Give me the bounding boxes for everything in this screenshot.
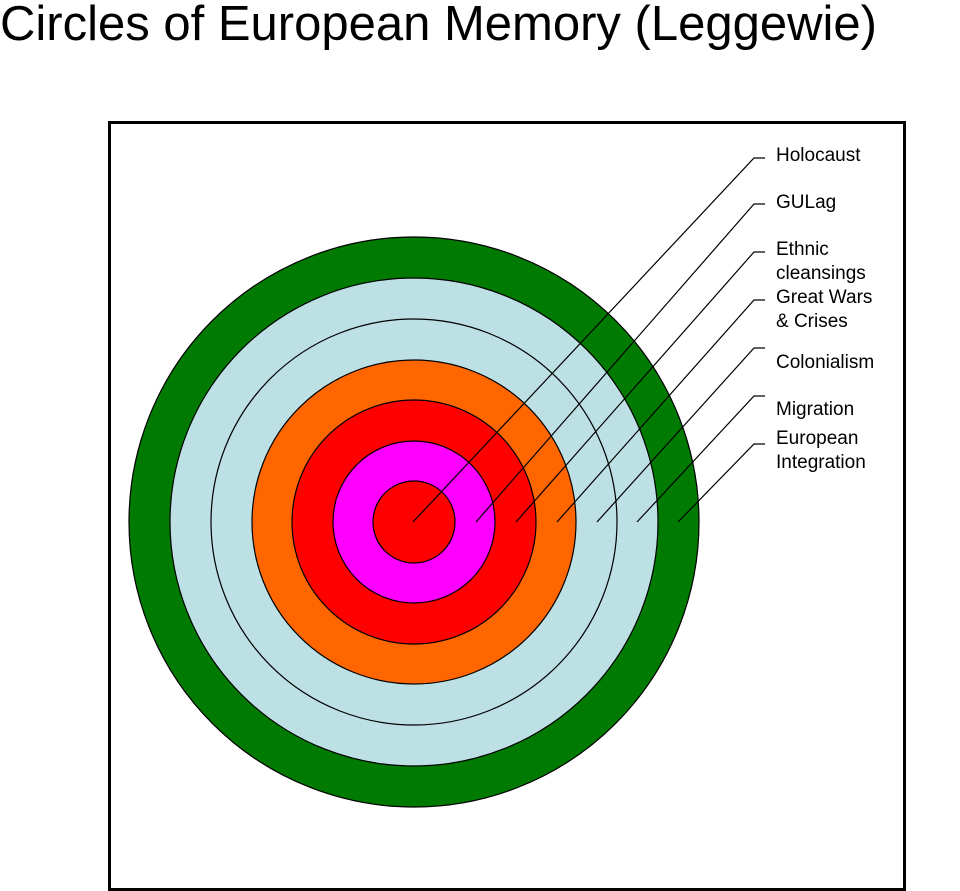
leader-line-4 [556,299,765,523]
ring-label-2: GULag [776,191,836,215]
ring-label-line: & Crises [776,311,848,332]
ring-label-line: Ethnic [776,239,829,260]
ring-label-line: GULag [776,192,837,213]
ring-label-line: cleansings [776,263,866,284]
ring-label-line: Great Wars [776,287,873,308]
ring-label-line: Holocaust [776,145,861,166]
leader-lines-layer [412,157,765,523]
rings-layer [128,236,700,808]
ring-label-6: Migration [776,398,854,422]
leader-line-5 [596,347,765,523]
ring-label-1: Holocaust [776,144,861,168]
leader-line-7 [677,443,765,523]
leader-line-3 [515,251,765,523]
ring-label-line: Colonialism [776,352,875,373]
ring-1 [372,480,456,564]
ring-label-4: Great Wars & Crises [776,286,872,334]
ring-label-line: Migration [776,399,855,420]
leader-line-2 [475,203,765,523]
ring-label-3: Ethnic cleansings [776,238,866,286]
ring-label-line: Integration [776,452,866,473]
diagram-title: Circles of European Memory (Leggewie) [0,0,877,51]
leader-line-1 [412,157,765,523]
ring-label-line: European [776,428,859,449]
ring-label-5: Colonialism [776,351,874,375]
leader-line-6 [636,395,765,523]
